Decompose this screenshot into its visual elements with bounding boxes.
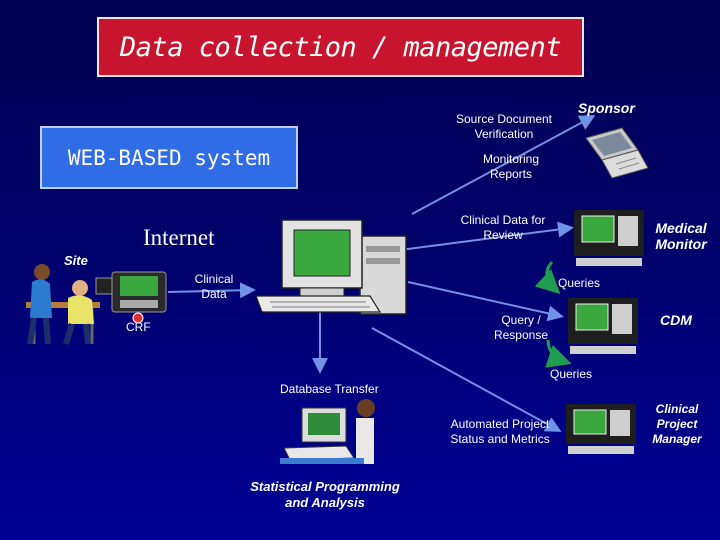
laptop-icon (585, 127, 649, 179)
arrow-to-medical-monitor (399, 221, 574, 251)
label-source-doc: Source Document Verification (455, 112, 553, 141)
site-label: Site (64, 253, 88, 268)
web-based-label: WEB-BASED system (67, 145, 271, 170)
label-query-response: Query / Response (493, 313, 549, 342)
arrow-queries-2 (545, 339, 572, 368)
workstation-icon (566, 404, 636, 454)
label-queries-2: Queries (550, 367, 593, 381)
role-sponsor: Sponsor (578, 100, 635, 116)
arrow-site-to-server (167, 282, 256, 299)
pda-icon (111, 271, 167, 324)
label-automated-status: Automated Project Status and Metrics (450, 417, 550, 446)
internet-label: Internet (143, 225, 215, 250)
title-banner: Data collection / management (97, 17, 584, 77)
server-computer-icon (255, 219, 407, 315)
arrow-to-cdm (407, 281, 564, 322)
arrow-queries-1 (534, 260, 561, 295)
arrow-to-sponsor (411, 115, 596, 215)
label-monitoring-reports: Monitoring Reports (482, 152, 540, 181)
role-medical-monitor: Medical Monitor (655, 220, 707, 252)
role-cdm: CDM (660, 312, 692, 328)
arrow-to-pm (371, 327, 562, 432)
workstation-icon (574, 210, 644, 266)
page-title: Data collection / management (119, 31, 562, 63)
role-clinical-project-manager: Clinical Project Manager (652, 402, 702, 446)
label-queries-1: Queries (558, 276, 601, 290)
label-database-transfer: Database Transfer (280, 382, 379, 396)
label-clinical-review: Clinical Data for Review (460, 213, 546, 242)
workstation-icon (568, 298, 638, 354)
people-icon (26, 264, 113, 345)
label-crf: CRF (126, 320, 151, 334)
analyst-computer-icon (280, 399, 375, 464)
label-clinical-data: Clinical Data (194, 272, 234, 301)
role-statistical-programming: Statistical Programming and Analysis (250, 479, 400, 510)
web-based-box: WEB-BASED system (40, 126, 298, 189)
